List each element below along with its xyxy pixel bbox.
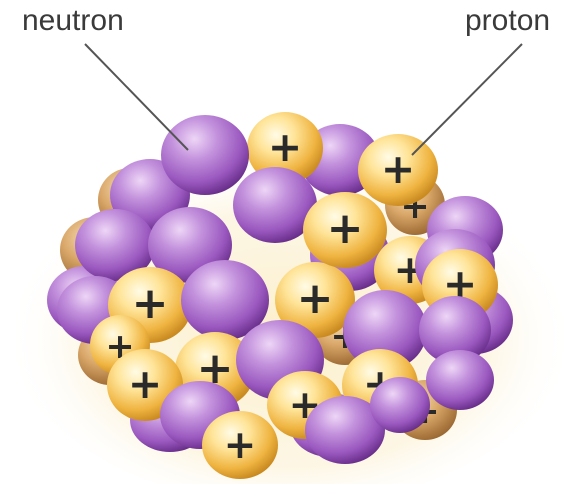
neutron-sphere	[426, 350, 494, 410]
proton-plus-sign: +	[297, 273, 334, 324]
proton-particle: +	[275, 262, 355, 338]
proton-plus-sign: +	[128, 360, 162, 408]
neutron-particle	[233, 167, 317, 243]
proton-sphere	[358, 134, 438, 206]
neutron-label: neutron	[22, 4, 124, 37]
proton-leader-line	[411, 43, 523, 156]
proton-sphere	[303, 192, 387, 268]
proton-plus-sign: +	[224, 423, 257, 468]
neutron-particle	[305, 396, 385, 464]
neutron-particle	[370, 377, 430, 433]
proton-particle: +	[247, 112, 323, 184]
proton-plus-sign: +	[132, 278, 169, 329]
neutron-sphere	[161, 115, 249, 195]
proton-sphere	[202, 411, 278, 479]
neutron-sphere	[370, 377, 430, 433]
proton-plus-sign: +	[268, 123, 302, 171]
neutron-sphere	[181, 260, 269, 340]
proton-plus-sign: +	[327, 203, 364, 254]
proton-sphere	[247, 112, 323, 184]
neutron-particle	[161, 115, 249, 195]
nucleus-particles: +++++++++++++++++++	[47, 112, 513, 479]
neutron-particle	[181, 260, 269, 340]
neutron-particle	[426, 350, 494, 410]
proton-plus-sign: +	[381, 145, 415, 193]
proton-sphere	[275, 262, 355, 338]
neutron-particle	[419, 296, 491, 364]
proton-particle: +	[202, 411, 278, 479]
neutron-sphere	[233, 167, 317, 243]
neutron-particle	[75, 209, 155, 281]
proton-label: proton	[465, 4, 551, 37]
proton-particle: +	[303, 192, 387, 268]
neutron-sphere	[419, 296, 491, 364]
neutron-sphere	[75, 209, 155, 281]
neutron-particle	[343, 290, 427, 370]
proton-particle: +	[358, 134, 438, 206]
neutron-leader-line	[84, 43, 189, 151]
neutron-sphere	[305, 396, 385, 464]
neutron-sphere	[343, 290, 427, 370]
